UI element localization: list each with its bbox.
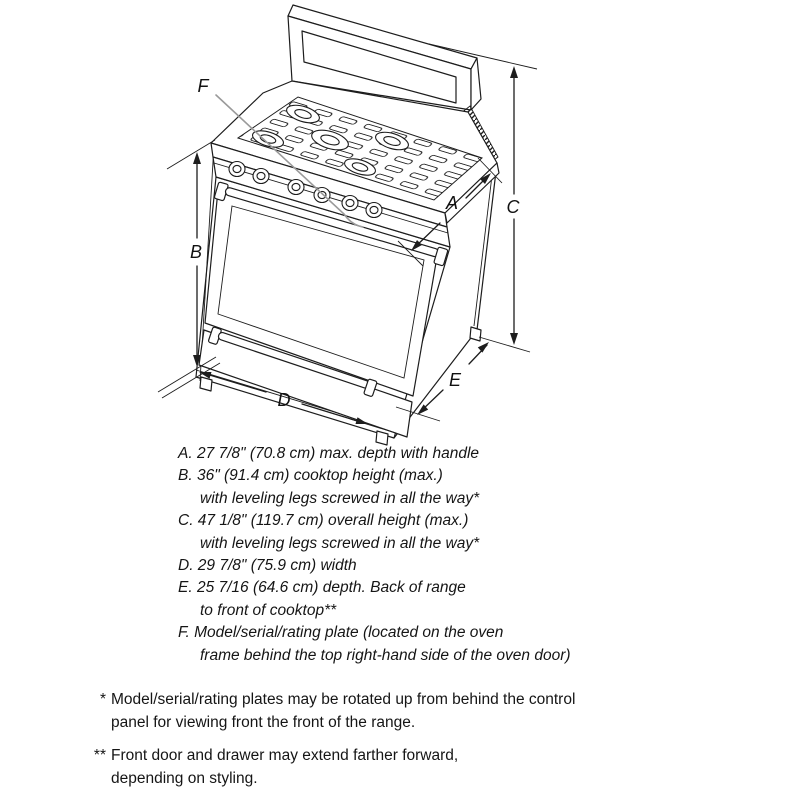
dimension-b: B	[190, 152, 202, 367]
grate-grid	[236, 96, 483, 201]
burner-knob	[313, 186, 331, 204]
footnote-text-line: Model/serial/rating plates may be rotate…	[111, 691, 576, 708]
backguard	[287, 4, 482, 111]
legend-line-b: B. 36" (91.4 cm) cooktop height (max.)	[178, 467, 443, 485]
burner	[375, 131, 409, 151]
dim-label-e: E	[449, 370, 462, 390]
callout-f: F	[198, 76, 364, 228]
leveling-leg	[199, 376, 213, 392]
footnotes: * Model/serial/rating plates may be rota…	[84, 688, 575, 800]
dimension-c: C	[507, 66, 521, 345]
footnote-marker: **	[93, 747, 106, 764]
footnote-text-line: Front door and drawer may extend farther…	[111, 747, 459, 764]
burner-knob	[341, 194, 359, 212]
leveling-leg	[375, 430, 389, 446]
footnote-text-line: depending on styling.	[111, 770, 258, 787]
oven-door-handle	[213, 181, 449, 267]
footnote-single-asterisk: * Model/serial/rating plates may be rota…	[84, 688, 575, 734]
burner	[286, 104, 320, 124]
dim-label-a: A	[445, 193, 458, 213]
dimension-e: E	[417, 342, 489, 415]
footnote-text: Front door and drawer may extend farther…	[111, 744, 458, 790]
legend-line-e: E. 25 7/16 (64.6 cm) depth. Back of rang…	[178, 579, 466, 597]
legend-line-c: C. 47 1/8" (119.7 cm) overall height (ma…	[178, 512, 469, 530]
storage-drawer	[198, 326, 413, 438]
dimension-annotations: B C A	[157, 43, 538, 434]
dimension-d: D	[199, 372, 368, 424]
range-body	[195, 4, 500, 446]
burner-center	[311, 129, 349, 151]
legend-line-f2: frame behind the top right-hand side of …	[200, 646, 571, 664]
gas-range-line-drawing: B C A	[157, 4, 538, 446]
footnote-text-line: panel for viewing front the front of the…	[111, 714, 416, 731]
burner-knob	[365, 201, 383, 219]
burner-knob	[252, 167, 270, 185]
legend-line-a: A. 27 7/8" (70.8 cm) max. depth with han…	[178, 445, 480, 462]
dim-label-c: C	[507, 197, 521, 217]
legend-line-c2: with leveling legs screwed in all the wa…	[200, 534, 480, 552]
legend-line-b2: with leveling legs screwed in all the wa…	[200, 489, 480, 507]
leveling-leg	[469, 326, 482, 342]
burner-knob	[228, 160, 246, 178]
dimension-legend: A. 27 7/8" (70.8 cm) max. depth with han…	[178, 443, 571, 667]
dim-label-f: F	[198, 76, 210, 96]
footnote-marker: *	[99, 691, 106, 708]
legend-line-d: D. 29 7/8" (75.9 cm) width	[178, 557, 357, 575]
footnote-text: Model/serial/rating plates may be rotate…	[111, 688, 575, 734]
burner-knob	[287, 178, 305, 196]
dim-label-d: D	[278, 390, 291, 410]
footnote-double-asterisk: ** Front door and drawer may extend fart…	[84, 744, 575, 790]
dim-label-b: B	[190, 242, 202, 262]
legend-line-e2: to front of cooktop**	[200, 601, 337, 619]
drawer-handle	[208, 326, 378, 397]
burner	[252, 130, 284, 148]
backguard-window	[301, 30, 457, 104]
legend-line-f: F. Model/serial/rating plate (located on…	[178, 624, 504, 642]
oven-door	[204, 181, 449, 397]
dimension-a: A	[411, 173, 491, 251]
burner	[344, 158, 376, 176]
cooktop	[210, 80, 500, 228]
